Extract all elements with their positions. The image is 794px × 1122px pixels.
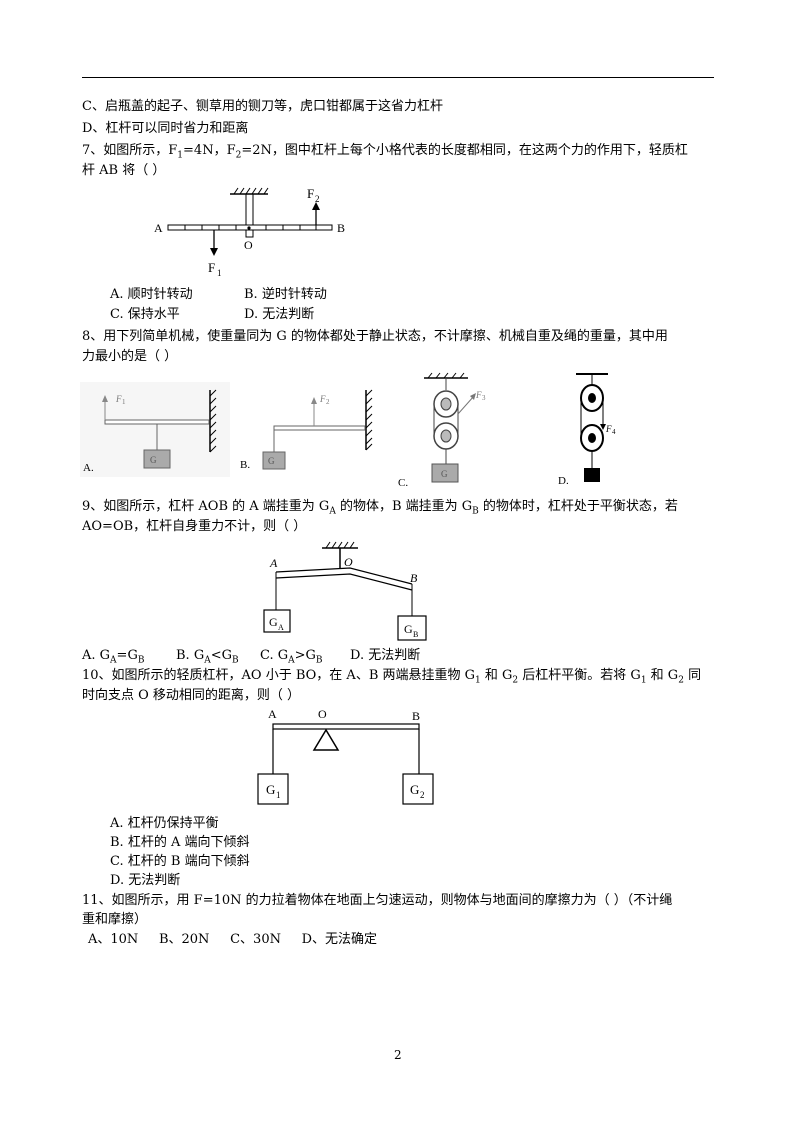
q9-label-o: O — [344, 555, 353, 569]
q7-option-c: C. 保持水平 — [110, 307, 180, 322]
prev-option-c: C、启瓶盖的起子、铡草用的铡刀等，虎口钳都属于这省力杠杆 — [82, 99, 443, 114]
svg-text:G: G — [269, 615, 278, 629]
figure-q8-c: F 3 G C. — [398, 372, 486, 488]
question-11-stem: 11、如图所示，用 F=10N 的力拉着物体在地面上匀速运动，则物体与地面间的摩… — [82, 893, 673, 908]
question-11-stem-cont: 重和摩擦） — [82, 912, 148, 927]
figure-q8-a: G F 1 A. — [80, 382, 230, 477]
prev-option-d: D、杠杆可以同时省力和距离 — [82, 121, 249, 136]
svg-text:2: 2 — [326, 398, 330, 406]
svg-text:B: B — [413, 630, 418, 639]
q11-options: A、10N B、20N C、30N D、无法确定 — [88, 932, 378, 947]
q10-label-o: O — [318, 707, 327, 721]
q10-label-b: B — [412, 709, 420, 723]
q9-option-b: B. GA<GB — [176, 648, 239, 666]
figure-q8-b: G F 2 B. — [240, 389, 373, 471]
q10-option-c: C. 杠杆的 B 端向下倾斜 — [110, 854, 250, 869]
svg-text:3: 3 — [482, 394, 486, 402]
svg-text:G: G — [268, 456, 275, 466]
svg-text:A: A — [278, 623, 284, 632]
q8-option-c-label: C. — [398, 477, 408, 488]
header-rule — [82, 77, 714, 78]
question-10-stem-cont: 时向支点 O 移动相同的距离，则（ ） — [82, 688, 301, 703]
q7-label-f2-sub: 2 — [315, 194, 320, 204]
q7-label-b: B — [337, 221, 345, 235]
svg-text:G: G — [266, 782, 275, 797]
q9-label-a: A — [269, 556, 278, 570]
q7-option-b: B. 逆时针转动 — [244, 287, 327, 302]
q8-option-d-label: D. — [558, 475, 569, 487]
figure-q8-d: F 4 D. — [558, 373, 616, 487]
q9-label-b: B — [410, 571, 418, 585]
svg-text:G: G — [150, 455, 157, 465]
q7-option-d: D. 无法判断 — [244, 307, 315, 322]
svg-text:G: G — [404, 622, 413, 636]
page-number: 2 — [394, 1048, 402, 1062]
q7-option-a: A. 顺时针转动 — [110, 287, 193, 302]
question-9-stem: 9、如图所示，杠杆 AOB 的 A 端挂重为 GA 的物体，B 端挂重为 GB … — [82, 499, 678, 517]
q9-option-d: D. 无法判断 — [350, 648, 421, 663]
figure-q10-lever: A O B G 1 G 2 — [257, 707, 434, 805]
svg-text:2: 2 — [420, 790, 425, 800]
q8-option-b-label: B. — [240, 459, 250, 471]
svg-text:1: 1 — [276, 790, 281, 800]
question-10-stem: 10、如图所示的轻质杠杆，AO 小于 BO，在 A、B 两端悬挂重物 G1 和 … — [82, 668, 702, 686]
svg-text:F: F — [605, 424, 612, 434]
q10-option-a: A. 杠杆仍保持平衡 — [110, 816, 219, 831]
q10-label-a: A — [268, 707, 277, 721]
svg-text:G: G — [441, 469, 448, 479]
question-7-stem-cont: 杆 AB 将（ ） — [82, 163, 166, 178]
q10-option-d: D. 无法判断 — [110, 873, 181, 888]
q8-option-a-label: A. — [83, 462, 94, 474]
q10-option-b: B. 杠杆的 A 端向下倾斜 — [110, 835, 250, 850]
q7-label-f1: F — [208, 260, 215, 275]
svg-text:F: F — [475, 390, 482, 400]
figure-q7-lever: A B O F 2 F 1 — [154, 186, 345, 278]
q7-label-f1-sub: 1 — [217, 268, 222, 278]
q7-label-o: O — [244, 238, 253, 252]
svg-text:F: F — [115, 394, 122, 404]
q9-option-c: C. GA>GB — [260, 648, 323, 666]
q7-label-f2: F — [307, 186, 314, 201]
q9-option-a: A. GA=GB — [82, 648, 145, 666]
svg-text:1: 1 — [122, 398, 126, 406]
question-8-stem-cont: 力最小的是（ ） — [82, 349, 178, 364]
figure-q9-bent-lever: G A G B A O B — [263, 541, 427, 641]
svg-text:4: 4 — [612, 428, 616, 436]
svg-text:F: F — [319, 394, 326, 404]
q7-label-a: A — [154, 221, 163, 235]
question-7-stem: 7、如图所示，F1=4N，F2=2N，图中杠杆上每个小格代表的长度都相同，在这两… — [82, 143, 688, 161]
svg-text:G: G — [410, 782, 419, 797]
question-8-stem: 8、用下列简单机械，使重量同为 G 的物体都处于静止状态，不计摩擦、机械自重及绳… — [82, 329, 668, 344]
question-9-stem-cont: AO=OB，杠杆自身重力不计，则（ ） — [82, 519, 307, 534]
